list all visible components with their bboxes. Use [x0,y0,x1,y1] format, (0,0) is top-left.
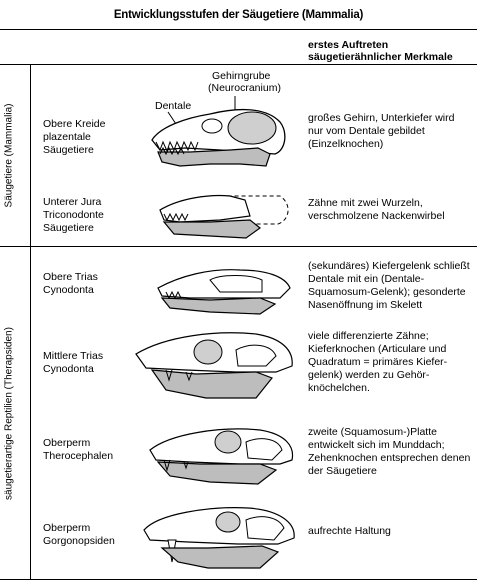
skull-placental-mammal [151,96,286,167]
row-3-era: Obere Trias Cynodonta [43,271,143,297]
description-line: gelenk) werden zu Gehör- [308,369,430,381]
label-neurocranium: (Neurocranium) [208,82,281,94]
row-4-era: Mittlere Trias Cynodonta [43,350,143,376]
column-header: erstes Auftreten säugetierähnlicher Merk… [308,39,473,63]
row-1-description: großes Gehirn, Unterkiefer wird nur vom … [308,112,476,151]
skull-middle-triassic-cynodont [135,332,293,399]
description-line: entwickelt sich im Munddach; [308,439,445,451]
row-3-description: (sekundäres) Kiefergelenk schließt Denta… [308,260,476,312]
header-rule [0,64,477,65]
label-dentale: Dentale [155,100,192,112]
row-4-description: viele differenzierte Zähne; Kieferknoche… [308,330,476,395]
row-5-description: zweite (Squamosum-)Platte entwickelt sic… [308,426,476,478]
era-line: Therocephalen [43,450,114,462]
description-line: Zehenknochen entsprechen denen [308,452,471,464]
group-label-therapsids: säugetierartige Reptilien (Therapsiden) [3,327,15,500]
row-2-description: Zähne mit zwei Wurzeln, verschmolzene Na… [308,197,476,223]
era-line: Säugetiere [43,222,94,234]
group-label-mammals: Säugetiere (Mammalia) [3,103,15,208]
era-line: Cynodonta [43,363,94,375]
description-line: viele differenzierte Zähne; [308,330,429,342]
row-6-description: aufrechte Haltung [308,525,476,538]
label-gehirngrube: Gehirngrube [212,70,271,82]
description-line: großes Gehirn, Unterkiefer wird [308,112,455,124]
page-title: Entwicklungsstufen der Säugetiere (Mamma… [113,9,364,21]
skull-triconodont [159,194,289,239]
description-line: der Säugetiere [308,465,377,477]
group-separator [0,246,477,247]
description-line: Dentale mit ein (Dentale- [308,273,425,285]
top-rule [0,29,477,30]
label-column-divider-bottom [30,247,31,579]
skull-upper-triassic-cynodont [157,269,291,315]
label-column-divider-top [30,65,31,246]
description-line: verschmolzene Nackenwirbel [308,210,445,222]
description-line: aufrechte Haltung [308,525,391,537]
description-line: Kieferknochen (Articulare und [308,343,447,355]
description-line: knöchelchen. [308,382,370,394]
skull-gorgonopsian [143,507,295,569]
bottom-rule [0,579,477,580]
description-line: nur vom Dentale gebildet [308,125,425,137]
era-line: Säugetiere [43,144,94,156]
era-line: Oberperm [43,522,91,534]
description-line: (Einzelknochen) [308,138,384,150]
era-line: plazentale [43,131,91,143]
row-5-era: Oberperm Therocephalen [43,437,143,463]
description-line: Nasenöffnung im Skelett [308,299,423,311]
skull-therocephalian [149,428,294,485]
column-header-line-1: erstes Auftreten [308,39,389,51]
row-1-era: Obere Kreide plazentale Säugetiere [43,118,143,157]
description-line: Squamosum-Gelenk); gesonderte [308,286,466,298]
era-line: Obere Kreide [43,118,106,130]
column-header-line-2: säugetierähnlicher Merkmale [308,51,453,63]
era-line: Cynodonta [43,284,94,296]
description-line: zweite (Squamosum-)Platte [308,426,437,438]
era-line: Triconodonte [43,209,104,221]
description-line: Zähne mit zwei Wurzeln, [308,197,423,209]
description-line: (sekundäres) Kiefergelenk schließt [308,260,470,272]
era-line: Oberperm [43,437,91,449]
row-2-era: Unterer Jura Triconodonte Säugetiere [43,196,143,235]
description-line: Quadratum = primäres Kiefer- [308,356,448,368]
era-line: Unterer Jura [43,196,102,208]
era-line: Gorgonopsiden [43,535,115,547]
row-6-era: Oberperm Gorgonopsiden [43,522,143,548]
era-line: Obere Trias [43,271,98,283]
era-line: Mittlere Trias [43,350,104,362]
